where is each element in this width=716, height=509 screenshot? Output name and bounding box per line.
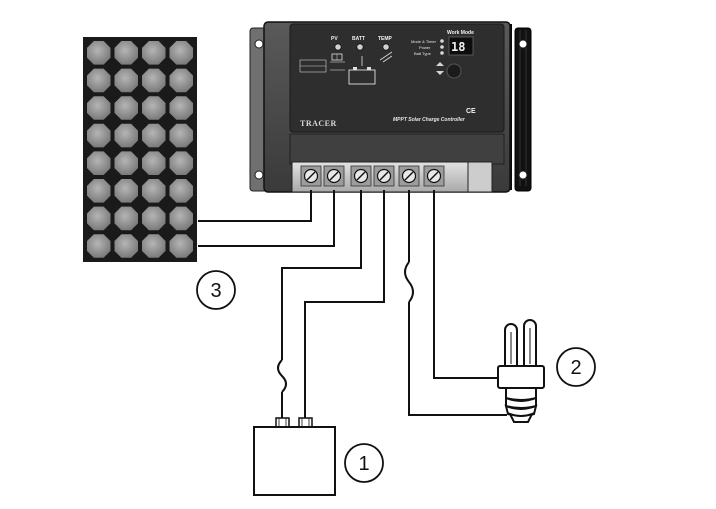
- temp-led-icon: [382, 43, 390, 51]
- pv-led-icon: [334, 43, 342, 51]
- solar-cell: [86, 150, 112, 176]
- solar-cell: [141, 178, 167, 204]
- callout-battery: 1: [344, 443, 384, 483]
- work-mode-title: Work Mode: [447, 30, 474, 36]
- screw-slot-line: [429, 171, 439, 181]
- battery: [253, 417, 336, 496]
- batt-indicator-label: BATT: [352, 36, 365, 42]
- svg-text:3: 3: [210, 280, 221, 302]
- pv-indicator-label: PV: [331, 36, 338, 42]
- terminal-screws: [300, 165, 445, 187]
- product-name: MPPT Solar Charge Controller: [393, 117, 466, 123]
- solar-cell: [168, 67, 194, 93]
- pv-negative-wire: [198, 190, 335, 247]
- solar-cell: [168, 150, 194, 176]
- digit-display-value: 18: [451, 40, 465, 54]
- solar-cell: [113, 67, 139, 93]
- solar-cell: [86, 233, 112, 259]
- battery-negative-wire: [304, 190, 385, 420]
- solar-cell: [113, 95, 139, 121]
- solar-cell: [168, 178, 194, 204]
- solar-cell: [86, 123, 112, 149]
- mounting-hole: [254, 39, 264, 49]
- screw-slot-line: [379, 171, 389, 181]
- mode-led-icon: [440, 39, 444, 43]
- mounting-hole: [518, 39, 528, 49]
- temp-pictogram-icon: [379, 51, 393, 63]
- battery-positive-wire: [281, 190, 362, 360]
- battery-body: [253, 426, 336, 496]
- solar-cell: [141, 205, 167, 232]
- arrows-icon: [436, 62, 444, 75]
- digit-display: [448, 36, 474, 56]
- solar-panel: [83, 37, 197, 262]
- solar-cell: [168, 40, 194, 66]
- solar-cell: [141, 40, 167, 66]
- mounting-hole: [518, 170, 528, 180]
- solar-cell: [113, 178, 139, 204]
- screw-slot-line: [404, 171, 414, 181]
- solar-cell: [113, 205, 139, 232]
- load-fuse-icon: [404, 261, 414, 303]
- screw-slot-line: [329, 171, 339, 181]
- solar-cell: [113, 40, 139, 66]
- callout-solar-panel: 3: [196, 270, 236, 310]
- screw-slot-line: [306, 171, 316, 181]
- solar-cell: [86, 67, 112, 93]
- solar-cell: [168, 233, 194, 259]
- solar-cell: [113, 123, 139, 149]
- lamp-collar: [497, 365, 545, 389]
- solar-cell: [86, 178, 112, 204]
- battery-terminal-positive: [275, 417, 290, 428]
- solar-cell: [86, 205, 112, 232]
- mounting-hole: [254, 170, 264, 180]
- setting-button[interactable]: [446, 63, 462, 79]
- lamp-screw-base: [505, 387, 537, 401]
- solar-cell: [113, 150, 139, 176]
- brand-logo: TRACER: [300, 119, 337, 128]
- solar-cell: [141, 233, 167, 259]
- solar-cell: [86, 40, 112, 66]
- solar-cell: [168, 95, 194, 121]
- battery-terminal-negative: [298, 417, 313, 428]
- mode-led-icon: [440, 51, 444, 55]
- load-pictogram-icon: [299, 59, 345, 73]
- battery-fuse-icon: [277, 359, 287, 393]
- solar-cell: [141, 150, 167, 176]
- solar-cell: [86, 95, 112, 121]
- work-mode-item: Batt Type: [414, 51, 432, 56]
- work-mode-item: Mode & Timer: [411, 39, 437, 44]
- batt-led-icon: [356, 43, 364, 51]
- ce-mark: CE: [466, 108, 476, 115]
- solar-cell: [113, 233, 139, 259]
- solar-panel-cells: [86, 40, 194, 259]
- charge-controller: PV BATT TEMP Work Mode: [249, 21, 532, 193]
- mode-led-icon: [440, 45, 444, 49]
- temp-indicator-label: TEMP: [378, 36, 393, 42]
- callout-lamp: 2: [556, 347, 596, 387]
- solar-cell: [168, 123, 194, 149]
- solar-cell: [141, 67, 167, 93]
- pv-pictogram-icon: [331, 53, 343, 61]
- solar-cell: [168, 205, 194, 232]
- svg-text:1: 1: [358, 453, 369, 475]
- load-wire-fused-lower: [408, 302, 507, 416]
- load-wire: [433, 190, 497, 379]
- pv-positive-wire: [198, 190, 312, 222]
- svg-text:2: 2: [570, 357, 581, 379]
- mounting-tab-right: [514, 27, 532, 192]
- solar-cell: [141, 123, 167, 149]
- wires: [198, 190, 507, 420]
- screw-slot-line: [356, 171, 366, 181]
- work-mode-item: Power: [419, 45, 431, 50]
- solar-cell: [141, 95, 167, 121]
- battery-pictogram-icon: [348, 56, 376, 85]
- lamp: [497, 319, 545, 423]
